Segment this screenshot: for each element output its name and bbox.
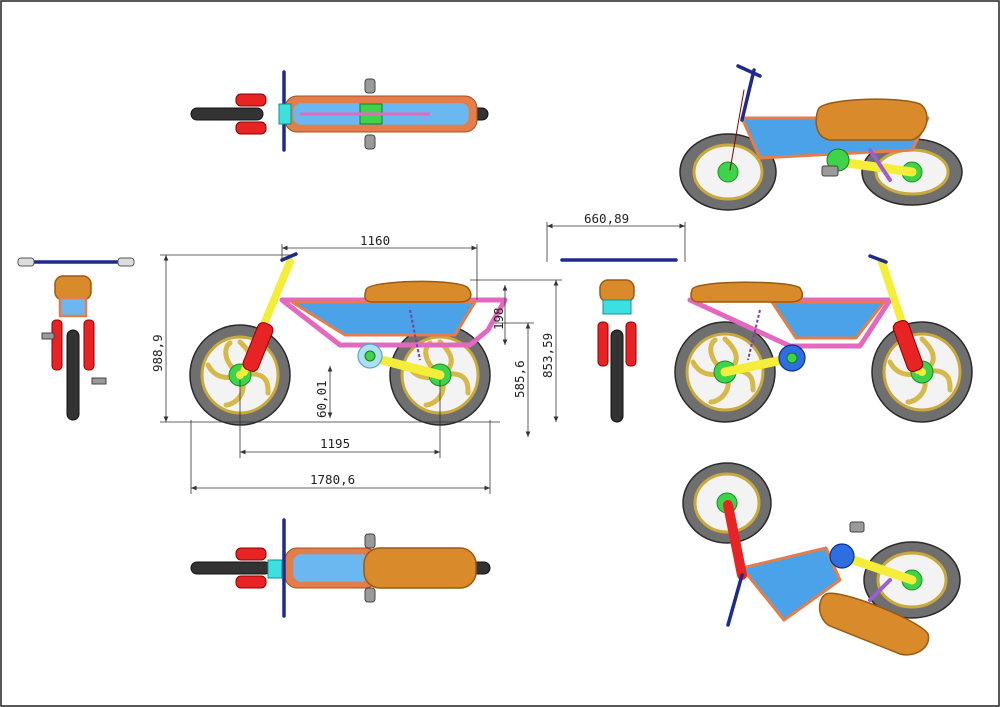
iso2-pedal xyxy=(849,521,865,533)
bottom-fork-b xyxy=(235,575,267,589)
iso-view-top-right xyxy=(679,64,963,211)
dim-wheelbase-top: 1160 xyxy=(360,233,390,248)
front-seat xyxy=(54,275,92,301)
rear-fork-left xyxy=(597,321,609,367)
right-frame xyxy=(687,297,893,349)
iso2-fork xyxy=(723,500,747,580)
right-fork-lower xyxy=(892,320,924,372)
dim-seat-drop: 198 xyxy=(491,307,506,330)
front-fork-right xyxy=(83,319,95,371)
right-tank xyxy=(770,300,886,340)
top-view xyxy=(190,70,489,152)
iso-handlebar xyxy=(736,64,762,78)
side-view-left xyxy=(190,252,508,425)
dim-ground-clearance: 60,01 xyxy=(314,380,329,418)
bottom-view xyxy=(190,518,491,618)
bottom-tank xyxy=(290,551,372,585)
side-swingarm xyxy=(369,353,445,380)
iso2-chainring xyxy=(829,543,855,569)
bottom-front-tire xyxy=(190,561,272,575)
right-seat xyxy=(690,281,804,303)
iso-seat xyxy=(815,98,928,141)
bottom-headset xyxy=(267,559,283,579)
headset-top xyxy=(278,103,292,125)
right-front-wheel xyxy=(872,322,972,422)
pedal-top-a xyxy=(364,78,376,94)
rear-headset xyxy=(602,299,632,315)
rear-seat xyxy=(599,279,635,303)
fork-leg-top-b xyxy=(235,121,267,135)
bottom-fork-a xyxy=(235,547,267,561)
bottom-seat xyxy=(363,547,477,589)
pedal-top-b xyxy=(364,134,376,150)
bottom-pedal-b xyxy=(364,587,376,603)
iso-swingarm xyxy=(835,157,917,177)
bottom-pedal-a xyxy=(364,533,376,549)
dim-handlebar-width: 660,89 xyxy=(584,211,629,226)
iso-shock xyxy=(868,148,892,182)
right-shock xyxy=(747,309,761,361)
rear-fork-right xyxy=(625,321,637,367)
front-tire-top xyxy=(190,107,264,121)
iso2-shock xyxy=(868,578,892,602)
rear-tire-rear xyxy=(610,329,624,423)
side-view-right xyxy=(675,254,972,422)
iso-view-bottom-right xyxy=(682,462,961,656)
dim-axle-to-seat: 585,6 xyxy=(512,360,527,398)
iso2-handlebar-stem xyxy=(726,573,744,627)
iso-handlebar-stem xyxy=(740,68,756,122)
side-shock xyxy=(409,309,421,361)
front-view xyxy=(17,257,135,421)
dim-seat-height: 853,59 xyxy=(540,333,555,378)
dim-length-total: 1780,6 xyxy=(310,472,355,487)
fork-leg-top-a xyxy=(235,93,267,107)
dim-height-total: 988,9 xyxy=(150,334,165,372)
iso2-seat xyxy=(818,592,930,656)
iso2-tank xyxy=(740,546,842,622)
front-tank xyxy=(58,296,88,318)
rear-view xyxy=(560,258,678,423)
iso-pedal xyxy=(821,165,839,177)
dim-wheelbase: 1195 xyxy=(320,436,350,451)
front-fork-left xyxy=(51,319,63,371)
side-seat xyxy=(364,280,472,303)
iso-fork xyxy=(729,89,745,171)
side-fork-lower xyxy=(242,322,274,372)
front-tire-front xyxy=(66,329,80,421)
dimension-annotations: 1160 988,9 660,89 198 60,01 585,6 853,59… xyxy=(150,211,686,494)
